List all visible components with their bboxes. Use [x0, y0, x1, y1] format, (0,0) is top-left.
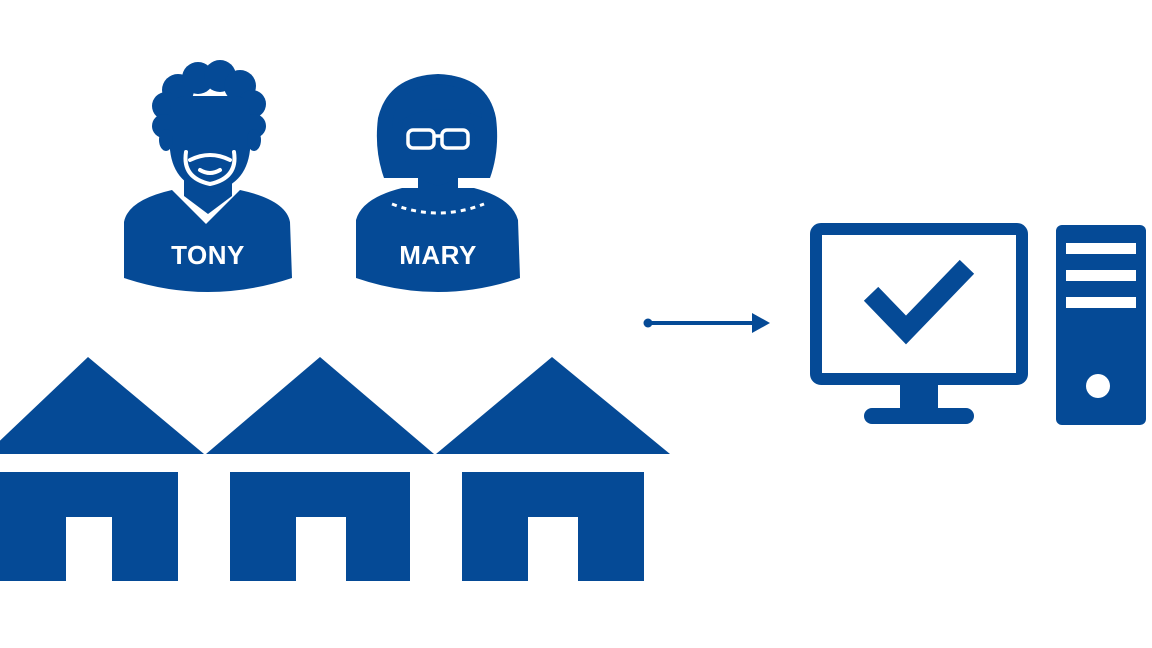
woman-with-glasses-icon — [356, 74, 520, 292]
desktop-computer — [810, 223, 1146, 425]
house-icon — [0, 357, 204, 581]
person-label-mary: MARY — [399, 240, 477, 270]
house-icon — [436, 357, 670, 581]
power-button-icon — [1086, 374, 1110, 398]
monitor-checkmark-icon — [810, 223, 1028, 424]
checkmark-icon — [863, 259, 975, 345]
right-arrow-icon — [643, 313, 770, 333]
desktop-tower-icon — [1056, 225, 1146, 425]
collar-dots — [391, 202, 485, 215]
house-icon — [206, 357, 434, 581]
glasses-icon — [406, 128, 470, 150]
beard-detail — [183, 150, 237, 187]
person-tony: TONY — [124, 60, 292, 292]
man-with-beard-icon — [124, 60, 292, 292]
person-mary: MARY — [356, 74, 520, 292]
person-label-tony: TONY — [171, 240, 245, 270]
glasses-lens-fill — [411, 133, 465, 145]
houses-row — [0, 357, 670, 581]
